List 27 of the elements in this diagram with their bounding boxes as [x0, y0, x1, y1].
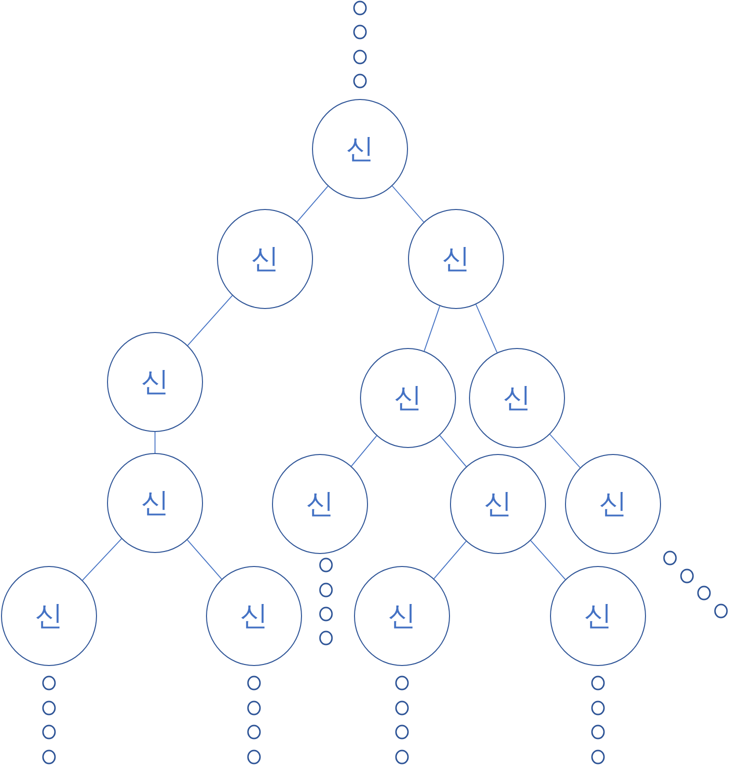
connector-line: [392, 186, 424, 222]
connector-line: [424, 306, 440, 352]
node-label: 신: [141, 489, 169, 517]
node-label: 신: [442, 245, 470, 273]
connector-line: [186, 539, 222, 580]
connector-line: [350, 435, 378, 467]
connector-line: [154, 432, 156, 454]
node-label: 신: [599, 490, 627, 518]
connector-line: [434, 540, 466, 580]
connector-line: [550, 434, 580, 468]
node-label: 신: [503, 384, 531, 412]
connector-line: [296, 186, 328, 222]
node-label: 신: [240, 602, 268, 630]
node-label: 신: [394, 384, 422, 412]
node-label: 신: [484, 490, 512, 518]
node-label: 신: [584, 602, 612, 630]
node-label: 신: [251, 245, 279, 273]
node-label: 신: [388, 602, 416, 630]
connector-line: [187, 295, 233, 346]
node-label: 신: [346, 135, 374, 163]
connector-line: [476, 304, 498, 353]
connector-line: [530, 540, 566, 580]
connector-line: [82, 538, 122, 581]
node-label: 신: [141, 368, 169, 396]
node-label: 신: [306, 490, 334, 518]
connector-line: [439, 435, 467, 467]
node-label: 신: [35, 602, 63, 630]
